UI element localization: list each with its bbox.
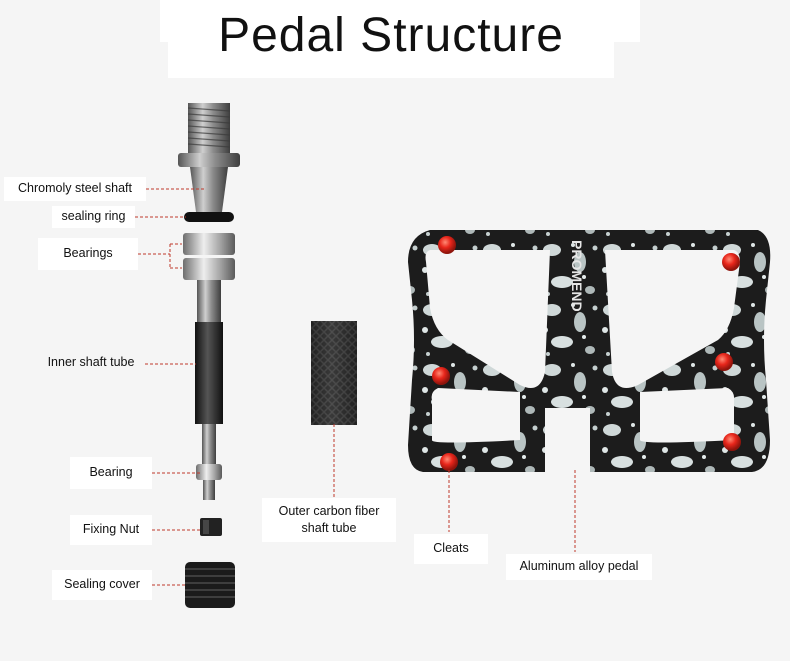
label-inner-shaft-tube: Inner shaft tube <box>47 355 135 370</box>
spindle-thread-end <box>203 480 215 500</box>
label-bearing: Bearing <box>70 457 152 489</box>
bearing-small <box>196 464 222 480</box>
label-cleats: Cleats <box>414 534 488 564</box>
label-bearings: Bearings <box>38 238 138 270</box>
leader-lines <box>135 188 576 586</box>
cleat-pin <box>715 353 733 371</box>
label-outer-carbon-line2: shaft tube <box>301 521 357 535</box>
label-chromoly-steel-shaft: Chromoly steel shaft <box>4 177 146 201</box>
pedal-cleats <box>432 236 741 471</box>
shaft-mid <box>197 280 221 322</box>
sealing-ring-shape <box>184 212 234 222</box>
page-title: Pedal Structure <box>218 9 564 62</box>
title-background <box>168 0 614 78</box>
cleat-pin <box>722 253 740 271</box>
label-aluminum-alloy-pedal: Aluminum alloy pedal <box>506 554 652 580</box>
bearing-upper <box>183 233 235 255</box>
bearing-lower <box>183 258 235 280</box>
spindle-assembly <box>178 103 240 608</box>
label-outer-carbon-fiber-shaft-tube: Outer carbon fiber shaft tube <box>262 498 396 542</box>
pedal-body: PROMEND <box>408 230 771 472</box>
pedal-frame <box>408 230 771 472</box>
cleat-pin <box>440 453 458 471</box>
pedal-brand-mark: PROMEND <box>569 240 585 312</box>
cleat-pin <box>432 367 450 385</box>
label-fixing-nut: Fixing Nut <box>70 515 152 545</box>
label-sealing-ring: sealing ring <box>52 206 135 228</box>
shaft-lower <box>202 424 216 464</box>
chromoly-shaft-body <box>190 167 228 212</box>
cleat-pin <box>438 236 456 254</box>
inner-shaft-tube-shape <box>195 322 223 424</box>
cleat-pin <box>723 433 741 451</box>
label-outer-carbon-line1: Outer carbon fiber <box>278 503 380 518</box>
spindle-flange <box>178 153 240 167</box>
label-sealing-cover: Sealing cover <box>52 570 152 600</box>
